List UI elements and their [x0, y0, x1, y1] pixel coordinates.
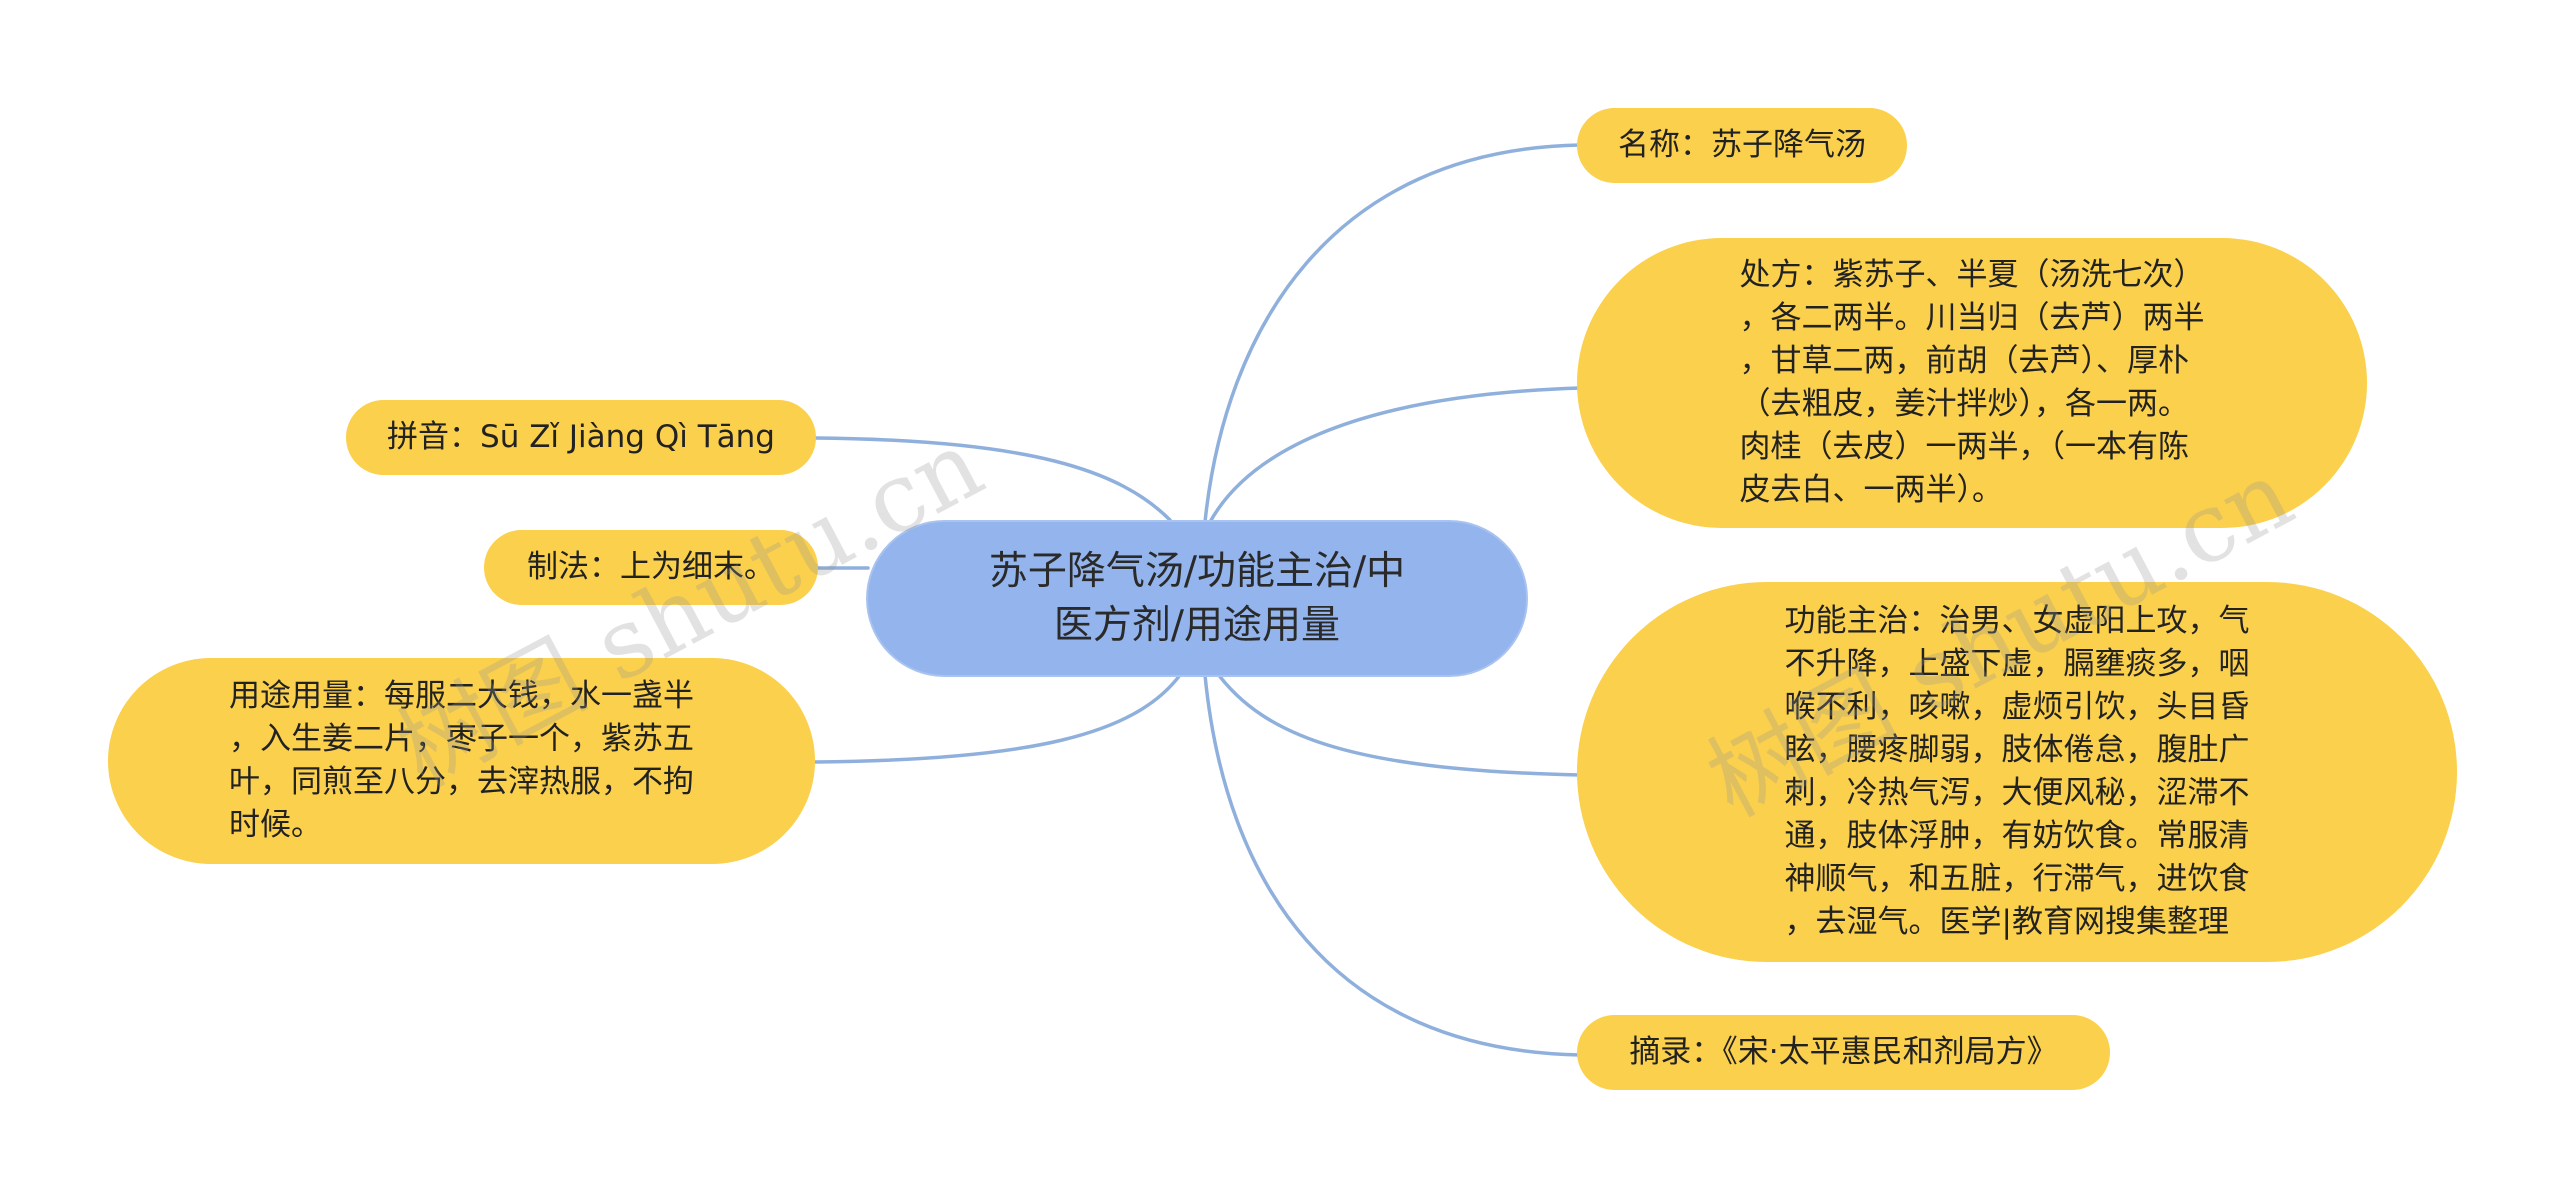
node-pinyin-label: 拼音：Sū Zǐ Jiàng Qì Tāng [387, 419, 775, 455]
node-mingcheng[interactable]: 名称：苏子降气汤 [1577, 108, 1907, 183]
node-zhifa[interactable]: 制法：上为细末。 [484, 530, 818, 605]
edge-zhailu [1203, 673, 1582, 1057]
edge-yongtu [813, 673, 1182, 764]
center-node[interactable]: 苏子降气汤/功能主治/中 医方剂/用途用量 [866, 520, 1528, 677]
node-chufang[interactable]: 处方：紫苏子、半夏（汤洗七次） ，各二两半。川当归（去芦）两半 ，甘草二两，前胡… [1577, 238, 2367, 528]
node-gongneng-label: 功能主治：治男、女虚阳上攻，气 不升降，上盛下虚，膈壅痰多，咽 喉不利，咳嗽，虚… [1784, 603, 2250, 940]
node-gongneng[interactable]: 功能主治：治男、女虚阳上攻，气 不升降，上盛下虚，膈壅痰多，咽 喉不利，咳嗽，虚… [1577, 582, 2457, 962]
edge-gongneng [1213, 668, 1582, 777]
edge-pinyin [813, 436, 1172, 522]
node-pinyin[interactable]: 拼音：Sū Zǐ Jiàng Qì Tāng [346, 400, 816, 475]
edge-chufang [1208, 386, 1582, 524]
node-chufang-label: 处方：紫苏子、半夏（汤洗七次） ，各二两半。川当归（去芦）两半 ，甘草二两，前胡… [1739, 257, 2205, 508]
node-yongtu[interactable]: 用途用量：每服二大钱，水一盏半 ，入生姜二片，枣子一个，紫苏五 叶，同煎至八分，… [108, 658, 815, 864]
node-zhifa-label: 制法：上为细末。 [527, 549, 775, 585]
center-node-label: 苏子降气汤/功能主治/中 医方剂/用途用量 [988, 548, 1406, 648]
node-zhailu-label: 摘录：《宋·太平惠民和剂局方》 [1629, 1034, 2058, 1070]
node-mingcheng-label: 名称：苏子降气汤 [1618, 127, 1866, 163]
node-zhailu[interactable]: 摘录：《宋·太平惠民和剂局方》 [1577, 1015, 2110, 1090]
node-yongtu-label: 用途用量：每服二大钱，水一盏半 ，入生姜二片，枣子一个，紫苏五 叶，同煎至八分，… [229, 678, 694, 843]
edge-mingcheng [1203, 143, 1582, 524]
